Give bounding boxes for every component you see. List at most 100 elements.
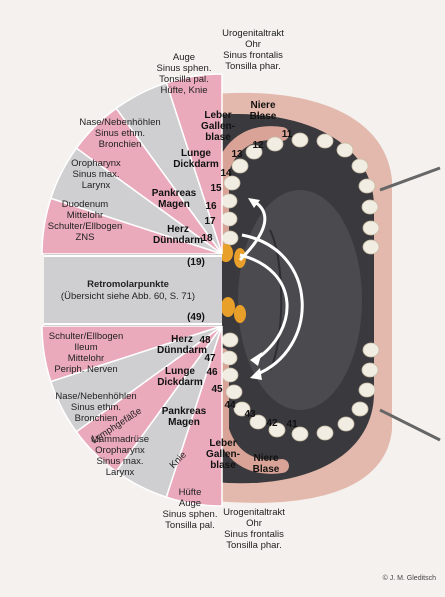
tongue-line [269,229,283,371]
upper-tooth-right [361,199,379,215]
tooth-number-43: 43 [244,409,256,420]
tooth-number-45: 45 [211,384,223,395]
upper-sector-label-1-line-1: Urogenitaltrakt [222,28,284,39]
upper-tooth [223,175,241,191]
retromolar-point-lower-2 [234,305,246,323]
lower-inner-label-4-line-2: Gallen- [206,449,240,460]
lower-inner-label-5-line-1: Niere [253,453,278,464]
arrow-3 [238,200,267,262]
lower-sector-label-5-line-2: Ohr [246,518,262,529]
arrow-head-1 [248,198,260,208]
tooth-number-16: 16 [205,201,217,212]
upper-tooth-right [358,178,376,194]
upper-sector-label-3-line-3: Bronchien [99,139,142,150]
upper-sector-label-2-line-3: Tonsilla pal. [159,74,209,85]
upper-inner-label-5-line-2: Dünndarm [153,235,203,246]
upper-tooth [220,193,238,209]
lower-inner-label-4-line-3: blase [210,460,236,471]
lower-tooth-right [362,342,380,358]
upper-sector-label-2-line-2: Sinus sphen. [157,63,212,74]
arrow-2 [241,233,304,377]
retractor-upper [379,166,441,192]
upper-inner-label-2-line-2: Gallen- [201,121,235,132]
credit-text: © J. M. Gleditsch [383,574,436,582]
lower-sector-label-4-line-1: Hüfte [179,487,202,498]
lower-sector-label-3-line-1: Mammadrüse [91,434,149,445]
lower-sector-label-4-line-3: Sinus sphen. [163,509,218,520]
lower-tooth-right [337,416,355,432]
retromolar-band [44,254,222,326]
upper-fan [41,73,223,255]
upper-inner-label-3-line-1: Lunge [181,148,211,159]
lower-sector-label-5-line-4: Tonsilla phar. [226,540,281,551]
lower-fan [41,325,223,507]
lower-inner-label-3-line-1: Pankreas [162,406,207,417]
retractor-lower [379,408,441,442]
upper-sector-label-2-line-4: Hüfte, Knie [161,85,208,96]
upper-sector-label-1-line-3: Sinus frontalis [223,50,283,61]
lower-tooth-right [316,425,334,441]
upper-sector-label-2-line-1: Auge [173,52,195,63]
arrows [238,198,304,380]
tooth-number-14: 14 [220,168,232,179]
lower-sector-label-3-line-2: Oropharynx [95,445,145,456]
arrow-head-2 [250,352,262,366]
lower-inner-label-1-line-2: Dünndarm [157,345,207,356]
lower-inner-label-3-line-2: Magen [168,417,200,428]
upper-tooth-right [316,133,334,149]
upper-inner-label-2-line-1: Leber [204,110,231,121]
upper-sector-label-5-line-4: ZNS [76,232,95,243]
upper-sector-label-1-line-4: Tonsilla phar. [225,61,280,72]
tooth-number-42: 42 [266,418,278,429]
lower-sector-label-1-line-4: Periph. Nerven [54,364,117,375]
tooth-number-11: 11 [282,129,293,140]
upper-sector-label-5-line-3: Schulter/Ellbogen [48,221,122,232]
lower-tooth-right [351,401,369,417]
upper-inner-label-1-line-1: Niere [250,100,275,111]
retromolar-title-line-2: (Übersicht siehe Abb. 60, S. 71) [61,291,195,302]
lower-sector-label-2-line-2: Sinus ethm. [71,402,121,413]
lower-tooth-right [358,382,376,398]
upper-tooth [221,230,239,246]
upper-inner-label-4-line-2: Magen [158,199,190,210]
lower-inner-label-1-line-1: Herz [171,334,193,345]
upper-inner-label-1-line-2: Blase [250,111,277,122]
lower-inner-label-5-line-2: Blase [253,464,280,475]
upper-sector-label-5-line-1: Duodenum [62,199,109,210]
lower-sector-label-1-line-1: Schulter/Ellbogen [49,331,123,342]
upper-tooth-right [362,239,380,255]
upper-sector-5 [41,197,223,255]
lower-sector-label-1-line-3: Mittelohr [68,353,104,364]
tooth-number-18: 18 [201,233,213,244]
lower-sector-label-4-line-4: Tonsilla pal. [165,520,215,531]
tooth-number-44: 44 [224,400,236,411]
lower-tooth [225,384,243,400]
tooth-number-47: 47 [204,353,216,364]
lower-sector-label-4-line-2: Auge [179,498,201,509]
lower-inner-label-2-line-2: Dickdarm [157,377,203,388]
upper-tooth [231,158,249,174]
tooth-number-17: 17 [204,216,216,227]
lower-sector-label-1-line-2: Ileum [74,342,97,353]
lower-sector-label-5-line-3: Sinus frontalis [224,529,284,540]
lower-sector-label-2-line-3: Bronchien [75,413,118,424]
lower-tooth [221,332,239,348]
upper-tooth-right [362,220,380,236]
tooth-number-15: 15 [210,183,222,194]
upper-inner-label-4-line-1: Pankreas [152,188,197,199]
